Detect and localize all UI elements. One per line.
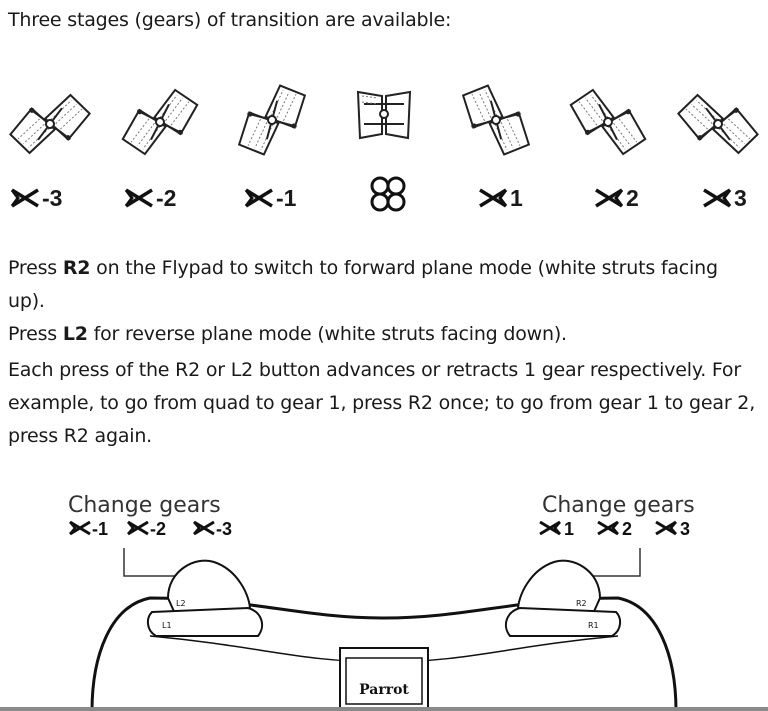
r2-label: R2 (576, 599, 587, 608)
reverse-plane-icon (244, 188, 273, 208)
left-change-gears-label: Change gears (68, 493, 221, 518)
forward-plane-icon (703, 188, 732, 208)
bottom-divider (0, 707, 768, 711)
drone-gear-neg2 (109, 81, 212, 163)
svg-text:2: 2 (622, 519, 632, 539)
line1-post: on the Flypad to switch to forward plane… (8, 257, 718, 312)
svg-text:1: 1 (564, 519, 574, 539)
gear-label-neg2: -2 (124, 184, 176, 212)
line2-post: for reverse plane mode (white struts fac… (87, 323, 567, 345)
drone-gear-1 (443, 78, 549, 167)
l2-key: L2 (62, 323, 88, 345)
svg-text:-2: -2 (150, 519, 166, 539)
r1-button (504, 606, 622, 637)
quad-mode-icon (370, 176, 406, 212)
line1-pre: Press (8, 257, 63, 279)
drone-gear-neg1 (219, 78, 325, 167)
gear-labels: -3 -2 -1 1 2 3 (0, 176, 768, 216)
gear-press-instructions: Each press of the R2 or L2 button advanc… (8, 359, 756, 447)
drone-gear-neg3 (2, 90, 99, 159)
l2-trigger (166, 559, 252, 618)
gear-label-1: 1 (478, 184, 523, 212)
parrot-logo: Parrot (359, 682, 409, 698)
reverse-plane-icon (124, 188, 153, 208)
drone-gear-3 (670, 90, 767, 159)
line2-pre: Press (8, 323, 63, 345)
svg-text:-3: -3 (216, 519, 232, 539)
drone-gear-quad (357, 91, 411, 139)
gear-label-3: 3 (702, 184, 747, 212)
mode-instructions: Press R2 on the Flypad to switch to forw… (8, 252, 760, 351)
r2-trigger (516, 559, 602, 618)
left-gear-list: -1 -2 -3 (69, 519, 232, 539)
l2-label: L2 (176, 599, 186, 608)
intro-text: Three stages (gears) of transition are a… (8, 9, 452, 31)
gear-label-quad (368, 176, 410, 214)
right-gear-list: 1 2 3 (539, 519, 690, 539)
r1-label: R1 (588, 621, 599, 630)
forward-plane-icon (479, 188, 508, 208)
gear-label-neg1: -1 (244, 184, 296, 212)
drone-illustrations (0, 78, 768, 178)
svg-text:-1: -1 (92, 519, 108, 539)
reverse-plane-icon (10, 188, 39, 208)
l1-label: L1 (162, 621, 172, 630)
right-change-gears-label: Change gears (542, 493, 695, 518)
gear-label-neg3: -3 (10, 184, 62, 212)
l1-button (146, 606, 264, 637)
drone-gear-2 (557, 81, 660, 163)
gear-label-2: 2 (594, 184, 639, 212)
flypad-controller-illustration: Change gears -1 -2 -3 Change gears 1 2 3… (68, 493, 695, 711)
r2-key: R2 (62, 257, 91, 279)
forward-plane-icon (595, 188, 624, 208)
svg-text:3: 3 (680, 519, 690, 539)
